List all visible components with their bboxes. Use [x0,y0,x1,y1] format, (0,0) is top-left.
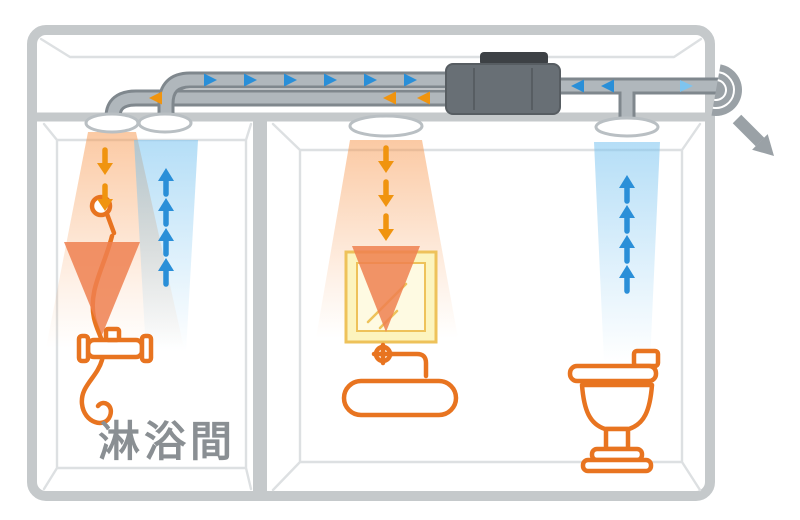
down-arrow [378,229,394,241]
duct-flow-arrows [149,73,693,105]
faucet [371,342,429,379]
exterior-arrow-head [752,134,774,156]
fan-unit [445,52,561,115]
ceiling-vent-shower-supply [84,112,140,134]
cool-airflow-toilet [619,175,635,294]
up-arrow [158,258,174,271]
flow-arrow-right [204,73,217,87]
toilet-pedestal [603,426,631,452]
ceiling-vent-toilet [594,116,660,138]
exterior-exhaust-arrow [732,114,774,156]
flow-arrow-right [324,73,337,87]
sink [341,378,459,418]
big-warm-down-arrow [352,246,420,332]
shower-room-label: 淋浴間 [98,417,236,466]
down-arrow [97,199,113,211]
ceiling-vent-shower-exhaust [137,112,193,134]
exterior-arrow-stem [732,114,765,147]
up-arrow [158,228,174,241]
flow-arrow-right [244,73,257,87]
exhaust-duct-left [157,71,446,122]
flow-arrow-right [364,73,377,87]
up-arrow [619,235,635,248]
flow-arrow-right [404,73,417,87]
down-arrow [97,163,113,175]
down-arrow [378,195,394,207]
up-arrow [619,175,635,188]
ceiling-cavity-backline [39,37,703,59]
up-arrow [158,168,174,181]
flow-arrow-left [149,91,162,105]
flow-arrow-left [571,79,584,93]
flow-arrow-right [284,73,297,87]
toilet-lid [567,363,659,384]
shower-mixer-knob-left [76,333,91,364]
flow-arrow-left [601,79,614,93]
down-arrow [378,161,394,173]
ceiling-vent-washroom [348,114,424,138]
up-arrow [158,198,174,211]
cool-airflow-shower [158,168,174,287]
flow-arrow-left [417,91,430,105]
shower-handle [104,211,117,236]
hood-shell [711,64,742,116]
washroom-walls [271,122,702,492]
up-arrow [619,265,635,278]
warm-airflow-shower [64,147,140,335]
hood-ridge [712,71,735,109]
fan-unit-top-bar [480,52,548,66]
hood-ridge [714,79,727,101]
toilet [567,348,661,474]
fan-unit-body [445,63,561,115]
exterior-exhaust-hood [711,64,742,116]
big-warm-down-arrow [64,242,140,335]
duct-body [160,74,446,122]
shower-mixer-body [85,337,145,360]
shower-mixer-connector [103,326,122,343]
up-arrow [619,205,635,218]
flow-arrow-left [383,91,396,105]
toilet-base-plate [580,457,654,474]
toilet-bowl [579,382,655,432]
shower-mixer-knob-right [139,333,154,364]
faucet-spout [387,351,429,379]
partition-wall [253,113,267,496]
flow-arrow-right [680,80,693,92]
warm-airflow-washroom [352,145,420,332]
